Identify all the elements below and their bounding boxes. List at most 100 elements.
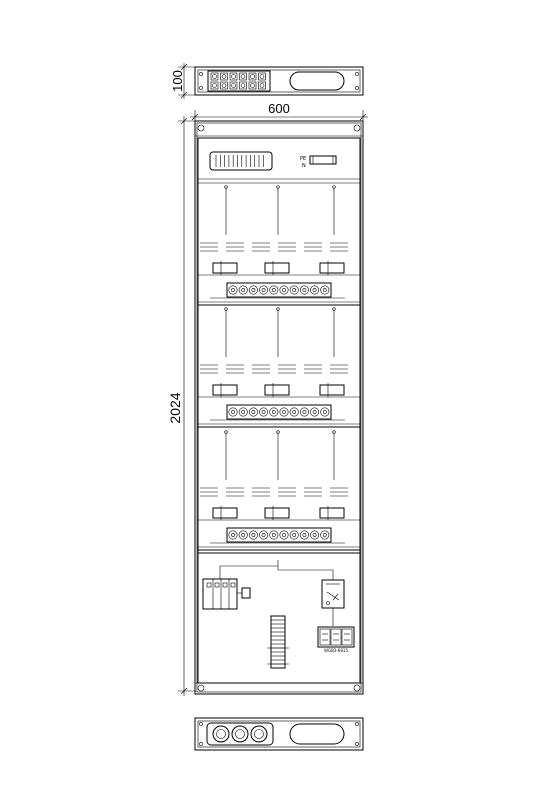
top-terminal xyxy=(210,81,219,90)
feeder-terminal-screw xyxy=(282,533,286,537)
feeder-terminal xyxy=(289,530,299,540)
surge-pole-indicator xyxy=(214,582,220,588)
surge-protector xyxy=(202,578,238,610)
terminal-rail xyxy=(226,282,332,298)
surge-protector-poles xyxy=(206,579,238,609)
top-connector-block xyxy=(207,70,271,92)
feeder-terminal-screw xyxy=(271,533,276,537)
rod-top xyxy=(276,185,280,189)
feeder-terminal xyxy=(269,407,279,417)
feeder-terminal-screw xyxy=(312,288,317,292)
feeder-terminal xyxy=(269,285,279,295)
feeder-terminal-screw xyxy=(322,288,327,292)
relay-contact xyxy=(319,628,331,646)
feeder-terminal-screw xyxy=(302,410,307,414)
n-label: N xyxy=(302,163,306,169)
rod-top xyxy=(332,185,336,189)
pe-n-busbar xyxy=(309,155,337,165)
relay-label: WGB3-6815 xyxy=(324,648,348,653)
feeder-terminal xyxy=(310,530,320,540)
feeder-terminal-screw xyxy=(322,533,327,537)
breaker xyxy=(264,384,290,396)
rod-top xyxy=(276,307,280,311)
feeder-terminal xyxy=(310,407,320,417)
top-terminal-screw xyxy=(231,83,236,88)
surge-pole-indicator xyxy=(230,582,236,588)
ventilation-grille xyxy=(209,151,273,171)
breaker xyxy=(264,507,290,519)
relay-contact xyxy=(330,628,342,646)
feeder-terminal-screw xyxy=(231,288,235,292)
feeder-sections xyxy=(198,185,360,551)
grille-slots xyxy=(215,155,264,167)
top-terminal-screw xyxy=(221,74,227,79)
top-terminal-screw xyxy=(250,83,255,88)
feeder-terminal xyxy=(320,407,330,417)
rod-top xyxy=(276,430,280,434)
rod-top xyxy=(224,185,228,189)
feeder-terminal-screw xyxy=(302,533,307,537)
breaker xyxy=(212,262,238,274)
feeder-terminal-screw xyxy=(312,533,317,537)
feeder-terminal-screw xyxy=(251,288,256,292)
feeder-terminal xyxy=(299,407,309,417)
breaker xyxy=(319,384,345,396)
feeder-terminal-screw xyxy=(261,410,266,414)
bottom-cable-slot xyxy=(289,723,345,745)
top-terminal xyxy=(229,81,238,90)
surge-pole-indicator xyxy=(222,582,228,588)
top-terminal xyxy=(248,81,257,90)
rod-top xyxy=(224,307,228,311)
feeder-terminal-screw xyxy=(231,533,235,537)
relay-contacts xyxy=(319,628,353,646)
top-terminal xyxy=(258,81,266,90)
terminal-strip-cells xyxy=(271,619,285,665)
breaker xyxy=(319,507,345,519)
top-terminal xyxy=(258,72,266,81)
pe-label: PE xyxy=(300,156,306,162)
bottom-view-plate xyxy=(194,717,364,751)
top-terminal xyxy=(248,72,257,81)
relay-contact xyxy=(341,628,353,646)
top-height-dimension: 100 xyxy=(170,63,195,99)
feeder-terminal-screw xyxy=(292,288,297,292)
feeder-terminal-screw xyxy=(251,410,256,414)
feeder-terminal-screw xyxy=(261,533,266,537)
feeder-terminal xyxy=(228,407,238,417)
feeder-terminal xyxy=(299,530,309,540)
width-dimension: 600 xyxy=(190,101,368,126)
terminal-rail xyxy=(226,527,332,543)
relay-block xyxy=(317,626,355,648)
surge-protector-handle xyxy=(241,587,251,599)
feeder-terminal-screw xyxy=(231,410,235,414)
feeder-terminal xyxy=(299,285,309,295)
feeder-terminal-screw xyxy=(302,288,307,292)
breaker xyxy=(212,507,238,519)
top-terminal xyxy=(210,72,219,81)
feeder-terminal xyxy=(238,530,248,540)
top-terminal-grid xyxy=(210,72,266,90)
feeder-terminal xyxy=(259,407,269,417)
cable-gland xyxy=(231,725,249,743)
control-terminal-strip xyxy=(270,615,286,669)
top-terminal-screw xyxy=(231,74,236,79)
top-terminal-screw xyxy=(212,74,217,79)
top-terminal-screw xyxy=(221,83,227,88)
feeder-terminal-screw xyxy=(292,533,297,537)
height-label: 2024 xyxy=(167,392,183,423)
feeder-terminal xyxy=(279,530,289,540)
cable-gland xyxy=(212,725,230,743)
top-terminal xyxy=(229,72,238,81)
feeder-terminal xyxy=(269,530,279,540)
cable-gland-inner xyxy=(235,729,245,739)
feeder-terminal-screw xyxy=(241,410,246,414)
feeder-section-3 xyxy=(198,430,360,551)
feeder-terminal xyxy=(228,285,238,295)
top-view-plate xyxy=(194,66,364,96)
feeder-terminal xyxy=(248,530,258,540)
feeder-terminal xyxy=(279,285,289,295)
feeder-terminal xyxy=(320,530,330,540)
breaker xyxy=(319,262,345,274)
height-dimension: 2024 xyxy=(167,116,196,696)
